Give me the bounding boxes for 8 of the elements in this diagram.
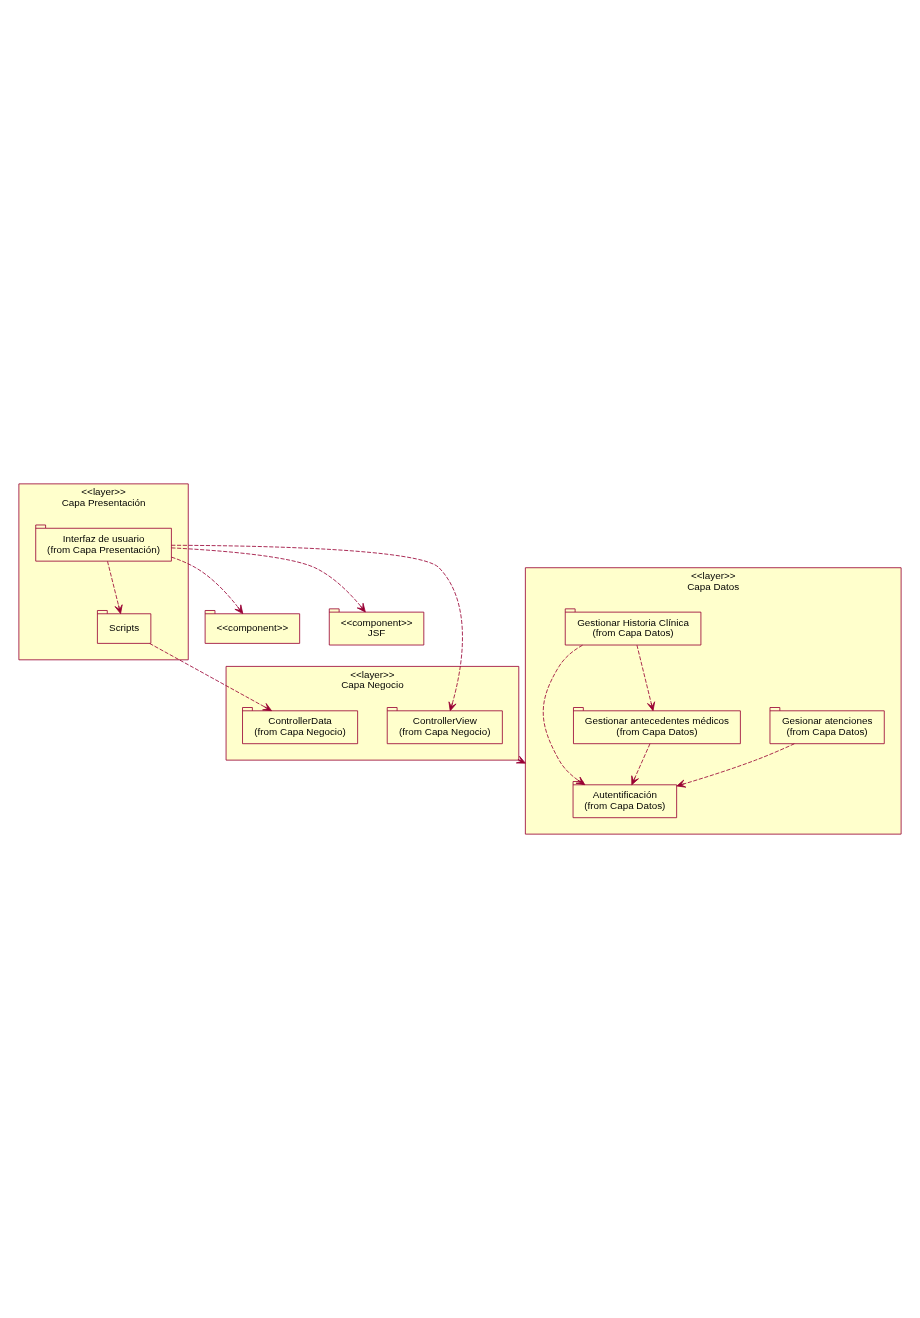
arrow (631, 743, 651, 786)
arrow (171, 544, 463, 712)
arrow (636, 644, 656, 712)
arrow (149, 643, 272, 712)
arrow (676, 743, 795, 788)
arrow (171, 556, 244, 614)
arrow (171, 547, 366, 613)
arrow (107, 561, 123, 614)
